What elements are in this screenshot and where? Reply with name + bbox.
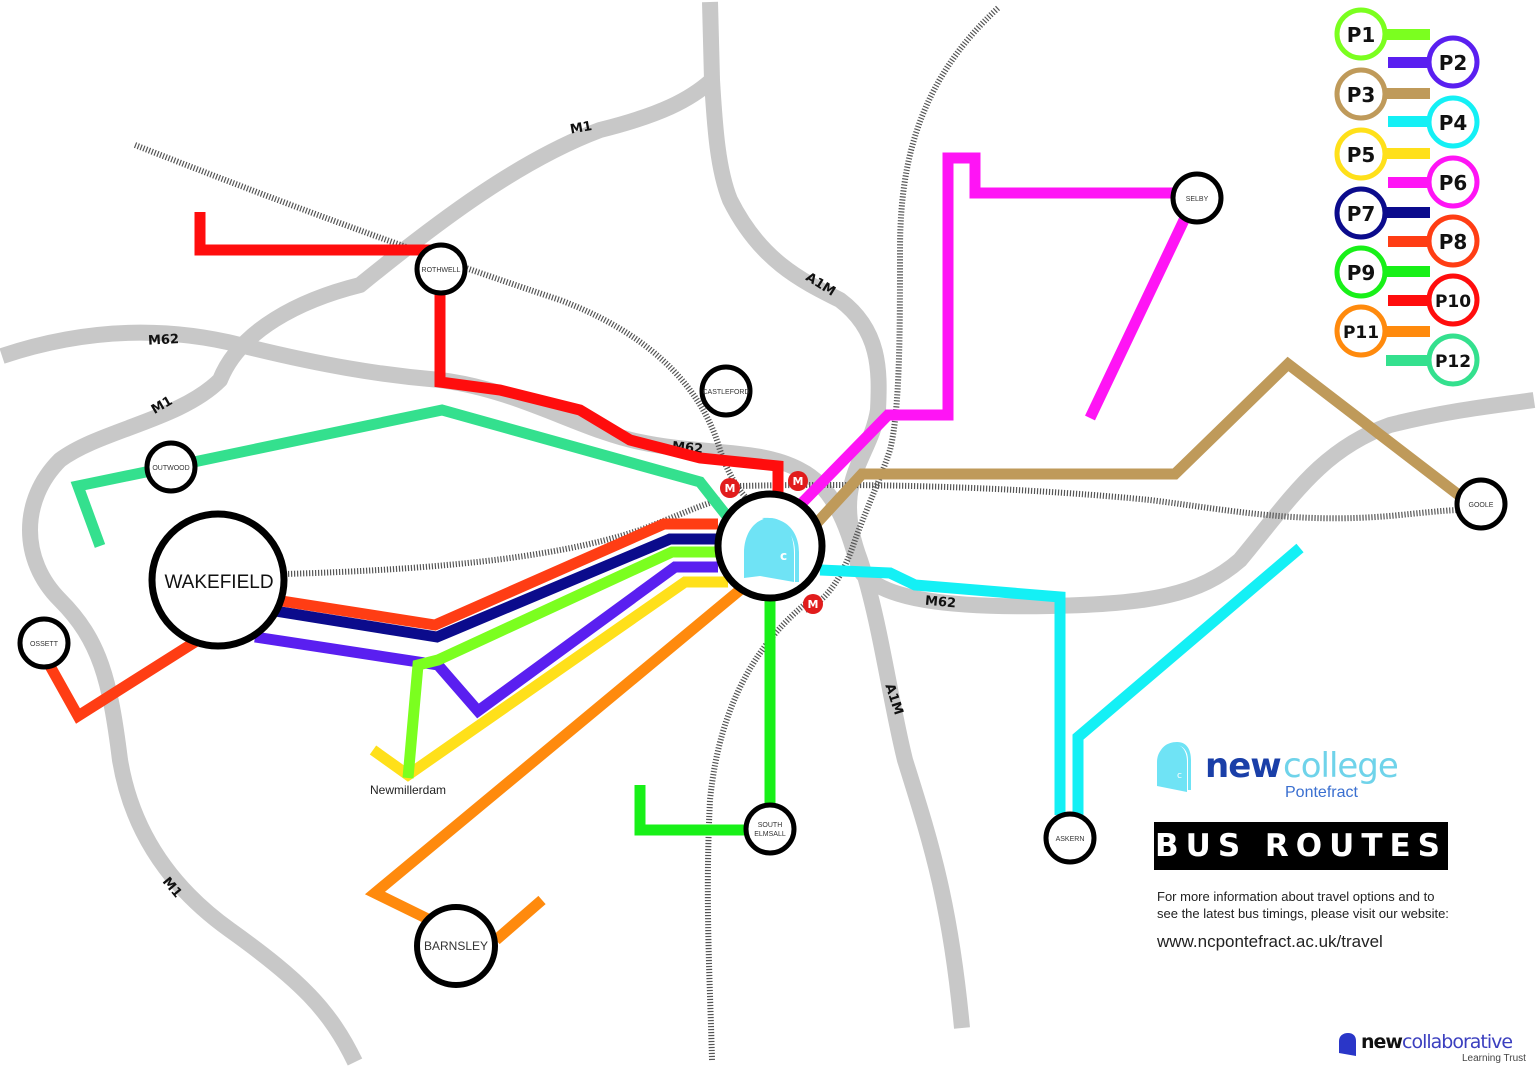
- svg-text:CASTLEFORD: CASTLEFORD: [702, 389, 749, 396]
- route-p5: [369, 576, 728, 782]
- svg-text:P5: P5: [1347, 143, 1376, 167]
- town-south-elmsall[interactable]: SOUTH ELMSALL: [743, 802, 797, 856]
- road-m62: [0, 324, 1536, 615]
- info-text: For more information about travel option…: [1157, 889, 1449, 921]
- door-icon: c: [1157, 742, 1191, 792]
- legend-item-p8[interactable]: P8: [1388, 214, 1480, 268]
- brand-name-bold: new: [1205, 746, 1282, 786]
- svg-text:M: M: [793, 475, 804, 488]
- svg-text:OSSETT: OSSETT: [30, 641, 59, 648]
- svg-text:c: c: [1177, 771, 1182, 781]
- svg-text:P12: P12: [1435, 352, 1471, 372]
- svg-text:P9: P9: [1347, 261, 1376, 285]
- route-p11: [364, 585, 744, 925]
- brand-subtitle: Pontefract: [1285, 784, 1358, 801]
- route-p2: [254, 561, 718, 719]
- rail-station-marker: M: [803, 594, 823, 614]
- route-p8-branch: [45, 637, 198, 724]
- towns: ROTHWELL CASTLEFORD OUTWOOD OSSETT WAKEF…: [17, 171, 1508, 988]
- legend-item-p7[interactable]: P7: [1334, 186, 1430, 240]
- svg-text:P1: P1: [1347, 23, 1376, 47]
- svg-text:P10: P10: [1435, 292, 1471, 312]
- svg-text:P7: P7: [1347, 202, 1376, 226]
- legend-item-p5[interactable]: P5: [1334, 127, 1430, 181]
- road-m1: [22, 1, 720, 1066]
- route-p7: [274, 533, 718, 643]
- legend-item-p6[interactable]: P6: [1388, 155, 1480, 209]
- door-icon: c: [744, 517, 799, 582]
- svg-text:c: c: [780, 549, 787, 563]
- route-legend: P1 P2 P3 P4 P5 P6 P7: [1334, 7, 1480, 387]
- svg-text:M: M: [725, 482, 736, 495]
- legend-item-p3[interactable]: P3: [1334, 67, 1430, 121]
- collab-name-light: collaborative: [1402, 1031, 1513, 1053]
- svg-text:OUTWOOD: OUTWOOD: [152, 465, 189, 472]
- svg-text:ASKERN: ASKERN: [1056, 836, 1085, 843]
- route-p6: [796, 152, 1197, 509]
- rail-station-marker: M: [720, 478, 740, 498]
- website-link[interactable]: www.ncpontefract.ac.uk/travel: [1157, 932, 1383, 951]
- svg-text:P4: P4: [1439, 111, 1468, 135]
- svg-text:P3: P3: [1347, 83, 1376, 107]
- town-goole[interactable]: GOOLE: [1454, 477, 1508, 531]
- route-p11-branch: [492, 895, 546, 945]
- route-p9-branch: [634, 785, 748, 836]
- legend-item-p10[interactable]: P10: [1388, 273, 1480, 327]
- svg-text:WAKEFIELD: WAKEFIELD: [164, 572, 273, 593]
- svg-text:ELMSALL: ELMSALL: [754, 831, 786, 838]
- town-barnsley[interactable]: BARNSLEY: [414, 904, 498, 988]
- route-p10: [194, 212, 784, 498]
- collab-subtitle: Learning Trust: [1462, 1053, 1526, 1064]
- town-wakefield[interactable]: WAKEFIELD: [148, 510, 288, 650]
- route-p12: [70, 404, 735, 548]
- svg-text:ROTHWELL: ROTHWELL: [422, 267, 461, 274]
- page-title: BUS ROUTES: [1154, 822, 1448, 870]
- railway-wakefield-line: [284, 497, 721, 577]
- rail-stations: M M M: [720, 471, 823, 614]
- svg-text:BARNSLEY: BARNSLEY: [424, 939, 488, 953]
- legend-item-p1[interactable]: P1: [1334, 7, 1430, 61]
- svg-text:SOUTH: SOUTH: [758, 822, 783, 829]
- route-p4-branch: [1072, 543, 1304, 815]
- svg-text:SELBY: SELBY: [1186, 196, 1209, 203]
- town-newmillerdam-label: Newmillerdam: [370, 783, 446, 797]
- svg-text:P6: P6: [1439, 171, 1468, 195]
- newcollege-logo: c new college Pontefract: [1155, 740, 1435, 804]
- railway-north-line: [803, 5, 1001, 613]
- svg-text:GOOLE: GOOLE: [1469, 502, 1494, 509]
- collab-name-bold: new: [1361, 1031, 1403, 1053]
- svg-text:P11: P11: [1343, 323, 1379, 343]
- town-castleford[interactable]: CASTLEFORD: [699, 364, 753, 418]
- route-p6-branch: [1085, 215, 1190, 421]
- svg-text:M: M: [808, 598, 819, 611]
- town-askern[interactable]: ASKERN: [1043, 811, 1097, 865]
- route-p8: [281, 518, 718, 631]
- road-label-m62: M62: [148, 332, 180, 349]
- town-selby[interactable]: SELBY: [1170, 171, 1224, 225]
- town-outwood[interactable]: OUTWOOD: [144, 440, 198, 494]
- route-p3: [810, 356, 1464, 529]
- route-p1: [402, 546, 718, 779]
- bus-routes: [45, 152, 1464, 945]
- town-ossett[interactable]: OSSETT: [17, 616, 71, 670]
- college-hub[interactable]: c: [714, 490, 826, 602]
- legend-item-p2[interactable]: P2: [1388, 35, 1480, 89]
- legend-item-p12[interactable]: P12: [1386, 333, 1480, 387]
- rail-station-marker: M: [788, 471, 808, 491]
- route-p4: [819, 564, 1066, 815]
- door-icon: [1339, 1033, 1356, 1056]
- svg-text:P2: P2: [1439, 51, 1468, 75]
- road-label-m62: M62: [924, 594, 956, 612]
- legend-item-p4[interactable]: P4: [1388, 95, 1480, 149]
- svg-text:P8: P8: [1439, 230, 1468, 254]
- road-label-m1: M1: [569, 119, 593, 138]
- newcollaborative-logo: new collaborative Learning Trust: [1338, 1030, 1528, 1068]
- legend-item-p9[interactable]: P9: [1334, 245, 1430, 299]
- railway-goole-line: [739, 481, 1461, 522]
- town-rothwell[interactable]: ROTHWELL: [414, 242, 468, 296]
- brand-name-light: college: [1283, 746, 1399, 786]
- legend-item-p11[interactable]: P11: [1334, 304, 1430, 358]
